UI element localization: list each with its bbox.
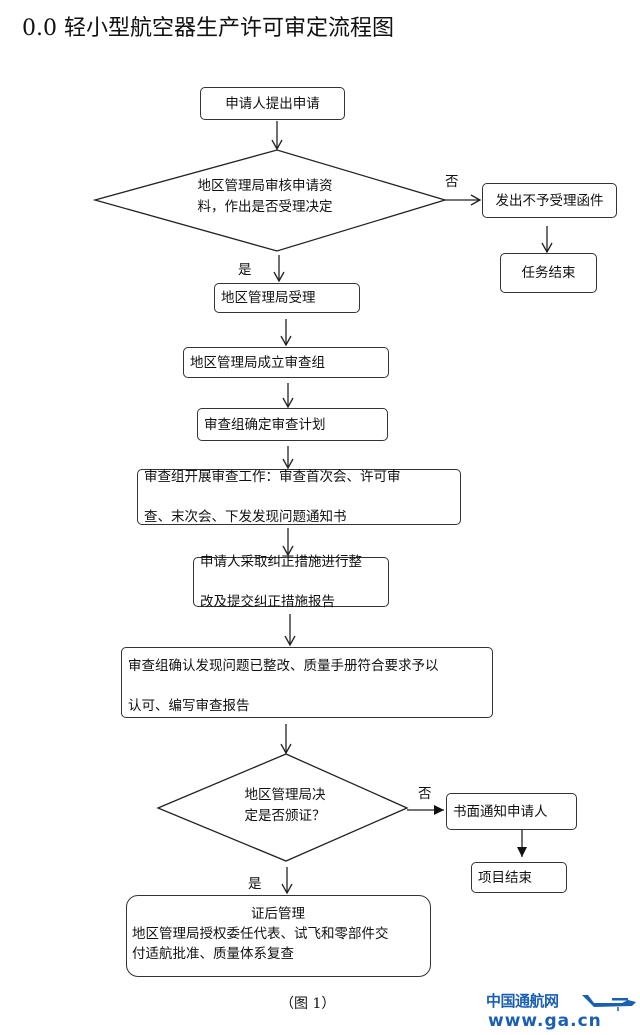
node-plan: 审查组确定审查计划 [197,408,388,441]
node-text: 申请人提出申请 [225,95,320,112]
label-yes: 是 [248,876,262,892]
node-text: 审查组确认发现问题已整改、质量手册符合要求予以 [128,658,439,674]
decision-diamond-issue [156,753,409,862]
node-text: 改及提交纠正措施报告 [200,594,335,610]
airplane-icon [582,995,636,1011]
node-audit: 审查组开展审查工作：审查首次会、许可审查、末次会、下发发现问题通知书 [137,469,461,525]
node-text: 审查组开展审查工作：审查首次会、许可审 [144,469,401,485]
decision-issue-text: 地区管理局决 定是否颁证？ [230,785,340,827]
node-text: 地区管理局成立审查组 [190,354,325,371]
node-apply: 申请人提出申请 [200,87,345,120]
page-title: 0.0 轻小型航空器生产许可审定流程图 [22,16,394,41]
watermark-name: 中国通航网 [486,992,559,1010]
node-text: 申请人采取纠正措施进行整 [200,554,362,570]
watermark-url: www.ga.cn [488,1011,602,1031]
node-text: 地区管理局受理 [221,290,316,306]
node-text: 地区管理局决 [244,787,326,803]
node-text: 任务结束 [521,265,576,281]
node-task-end: 任务结束 [500,253,597,293]
node-text: 定是否颁证？ [244,808,326,824]
node-notify: 书面通知申请人 [446,793,577,830]
node-text: 查、末次会、下发发现问题通知书 [144,509,347,525]
label-no: 否 [445,174,459,190]
node-post-cert: 证后管理 地区管理局授权委任代表、试飞和零部件交 付适航批准、质量体系复查 [126,895,431,977]
node-project-end: 项目结束 [471,862,567,893]
node-text: 地区管理局授权委任代表、试飞和零部件交 [132,926,389,942]
node-text: 发出不予受理函件 [495,192,604,209]
node-reject-letter: 发出不予受理函件 [482,183,617,218]
node-text: 项目结束 [478,869,532,886]
node-text: 地区管理局审核申请资 [197,178,333,194]
node-text: 认可、编写审查报告 [128,698,250,714]
watermark-logo: 中国通航网 www.ga.cn [486,990,638,1034]
node-accept: 地区管理局受理 [214,283,360,313]
node-text: 付适航批准、质量体系复查 [132,946,294,962]
figure-caption: （图 1） [280,996,336,1012]
label-no: 否 [418,786,432,802]
node-text: 审查组确定审查计划 [204,416,326,433]
node-text: 料，作出是否受理决定 [197,199,333,215]
node-text: 书面通知申请人 [453,803,548,820]
node-confirm: 审查组确认发现问题已整改、质量手册符合要求予以认可、编写审查报告 [121,647,493,718]
label-yes: 是 [238,262,252,278]
node-form-team: 地区管理局成立审查组 [183,347,389,378]
node-corrective: 申请人采取纠正措施进行整改及提交纠正措施报告 [193,554,389,610]
decision-review-text: 地区管理局审核申请资 料，作出是否受理决定 [170,176,360,218]
node-heading: 证后管理 [251,906,305,922]
